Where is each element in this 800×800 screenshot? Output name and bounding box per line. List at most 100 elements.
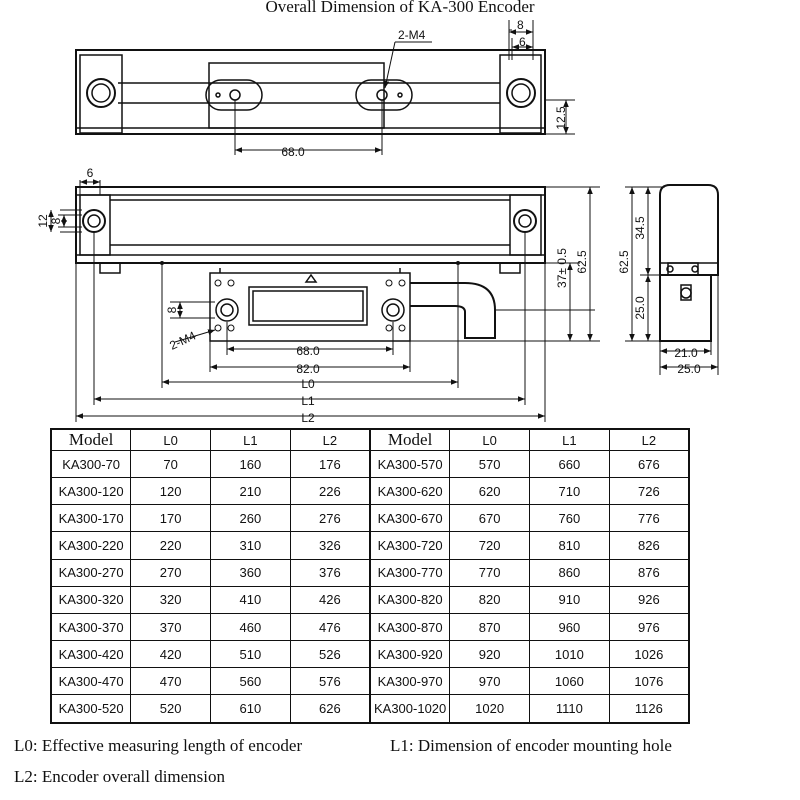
table-cell: 660 — [529, 449, 610, 479]
table-cell: 420 — [130, 640, 211, 669]
table-cell: 120 — [130, 477, 211, 506]
side-dim-250h: 25.0 — [677, 362, 701, 376]
table-cell: KA300-970 — [369, 667, 451, 696]
side-dim-210: 21.0 — [674, 346, 698, 360]
table-cell: 360 — [210, 558, 291, 587]
table-cell: 626 — [289, 694, 371, 724]
table-cell: KA300-320 — [50, 585, 132, 614]
table-cell: 820 — [449, 585, 530, 614]
table-cell: 1020 — [449, 694, 530, 724]
front-dim-l1: L1 — [301, 394, 315, 408]
table-cell: 470 — [130, 667, 211, 696]
table-cell: 310 — [210, 531, 291, 560]
table-cell: 170 — [130, 504, 211, 533]
table-cell: 526 — [289, 640, 371, 669]
front-view: 12 8 6 8 2-M4 68.0 82.0 L0 L1 L2 — [36, 166, 600, 425]
table-cell: 810 — [529, 531, 610, 560]
table-cell: 1076 — [608, 667, 690, 696]
table-cell: 320 — [130, 585, 211, 614]
table-cell: KA300-920 — [369, 640, 451, 669]
table-cell: 970 — [449, 667, 530, 696]
table-cell: KA300-670 — [369, 504, 451, 533]
table-cell: KA300-620 — [369, 477, 451, 506]
side-dim-625: 62.5 — [617, 250, 631, 274]
table-cell: 726 — [608, 477, 690, 506]
table-cell: 576 — [289, 667, 371, 696]
table-cell: 826 — [608, 531, 690, 560]
header-l2-left: L2 — [289, 428, 371, 451]
table-cell: 570 — [449, 449, 530, 479]
table-cell: 760 — [529, 504, 610, 533]
table-cell: 226 — [289, 477, 371, 506]
table-cell: 610 — [210, 694, 291, 724]
header-l0-left: L0 — [130, 428, 211, 451]
table-cell: 720 — [449, 531, 530, 560]
table-cell: 926 — [608, 585, 690, 614]
top-dim-68: 68.0 — [281, 145, 305, 159]
table-cell: 960 — [529, 612, 610, 642]
page-title: Overall Dimension of KA-300 Encoder — [265, 0, 535, 16]
table-cell: 870 — [449, 612, 530, 642]
table-cell: 260 — [210, 504, 291, 533]
table-cell: KA300-820 — [369, 585, 451, 614]
front-dim-82: 82.0 — [296, 362, 320, 376]
top-view: 2-M4 68.0 8 6 12.5 — [75, 18, 575, 159]
top-dim-125: 12.5 — [554, 106, 568, 130]
header-model-left: Model — [50, 428, 132, 451]
header-model-right: Model — [369, 428, 451, 451]
front-dim-8-left: 8 — [49, 217, 63, 224]
table-cell: 876 — [608, 558, 690, 587]
table-cell: 326 — [289, 531, 371, 560]
table-cell: KA300-420 — [50, 640, 132, 669]
top-dim-6: 6 — [519, 35, 526, 49]
table-cell: 370 — [130, 612, 211, 642]
table-cell: 70 — [130, 449, 211, 479]
table-cell: 560 — [210, 667, 291, 696]
table-cell: KA300-520 — [50, 694, 132, 724]
table-cell: 860 — [529, 558, 610, 587]
table-cell: 270 — [130, 558, 211, 587]
header-l1-left: L1 — [210, 428, 291, 451]
table-cell: KA300-70 — [50, 449, 132, 479]
table-cell: 1026 — [608, 640, 690, 669]
front-dim-6: 6 — [87, 166, 94, 180]
side-view: 62.5 34.5 25.0 21.0 25.0 — [617, 184, 719, 376]
table-cell: KA300-370 — [50, 612, 132, 642]
table-cell: 160 — [210, 449, 291, 479]
front-dim-l0: L0 — [301, 377, 315, 391]
table-cell: KA300-720 — [369, 531, 451, 560]
front-dim-37: 37± 0.5 — [555, 248, 569, 288]
table-cell: KA300-470 — [50, 667, 132, 696]
top-hole-label: 2-M4 — [398, 28, 426, 42]
table-cell: 920 — [449, 640, 530, 669]
table-cell: 710 — [529, 477, 610, 506]
front-dim-68: 68.0 — [296, 344, 320, 358]
side-dim-345: 34.5 — [633, 216, 647, 240]
table-cell: 1060 — [529, 667, 610, 696]
table-cell: 976 — [608, 612, 690, 642]
legend-l1: L1: Dimension of encoder mounting hole — [390, 736, 672, 755]
table-cell: 510 — [210, 640, 291, 669]
table-cell: 476 — [289, 612, 371, 642]
table-cell: 426 — [289, 585, 371, 614]
table-cell: KA300-1020 — [369, 694, 451, 724]
front-dim-l2: L2 — [301, 411, 315, 425]
side-dim-250v: 25.0 — [633, 296, 647, 320]
table-cell: 676 — [608, 449, 690, 479]
table-cell: KA300-870 — [369, 612, 451, 642]
front-dim-8-head: 8 — [165, 306, 179, 313]
table-cell: KA300-770 — [369, 558, 451, 587]
table-cell: 410 — [210, 585, 291, 614]
table-cell: 776 — [608, 504, 690, 533]
legend-l2: L2: Encoder overall dimension — [14, 767, 226, 786]
table-cell: 520 — [130, 694, 211, 724]
table-cell: 1010 — [529, 640, 610, 669]
table-cell: KA300-120 — [50, 477, 132, 506]
